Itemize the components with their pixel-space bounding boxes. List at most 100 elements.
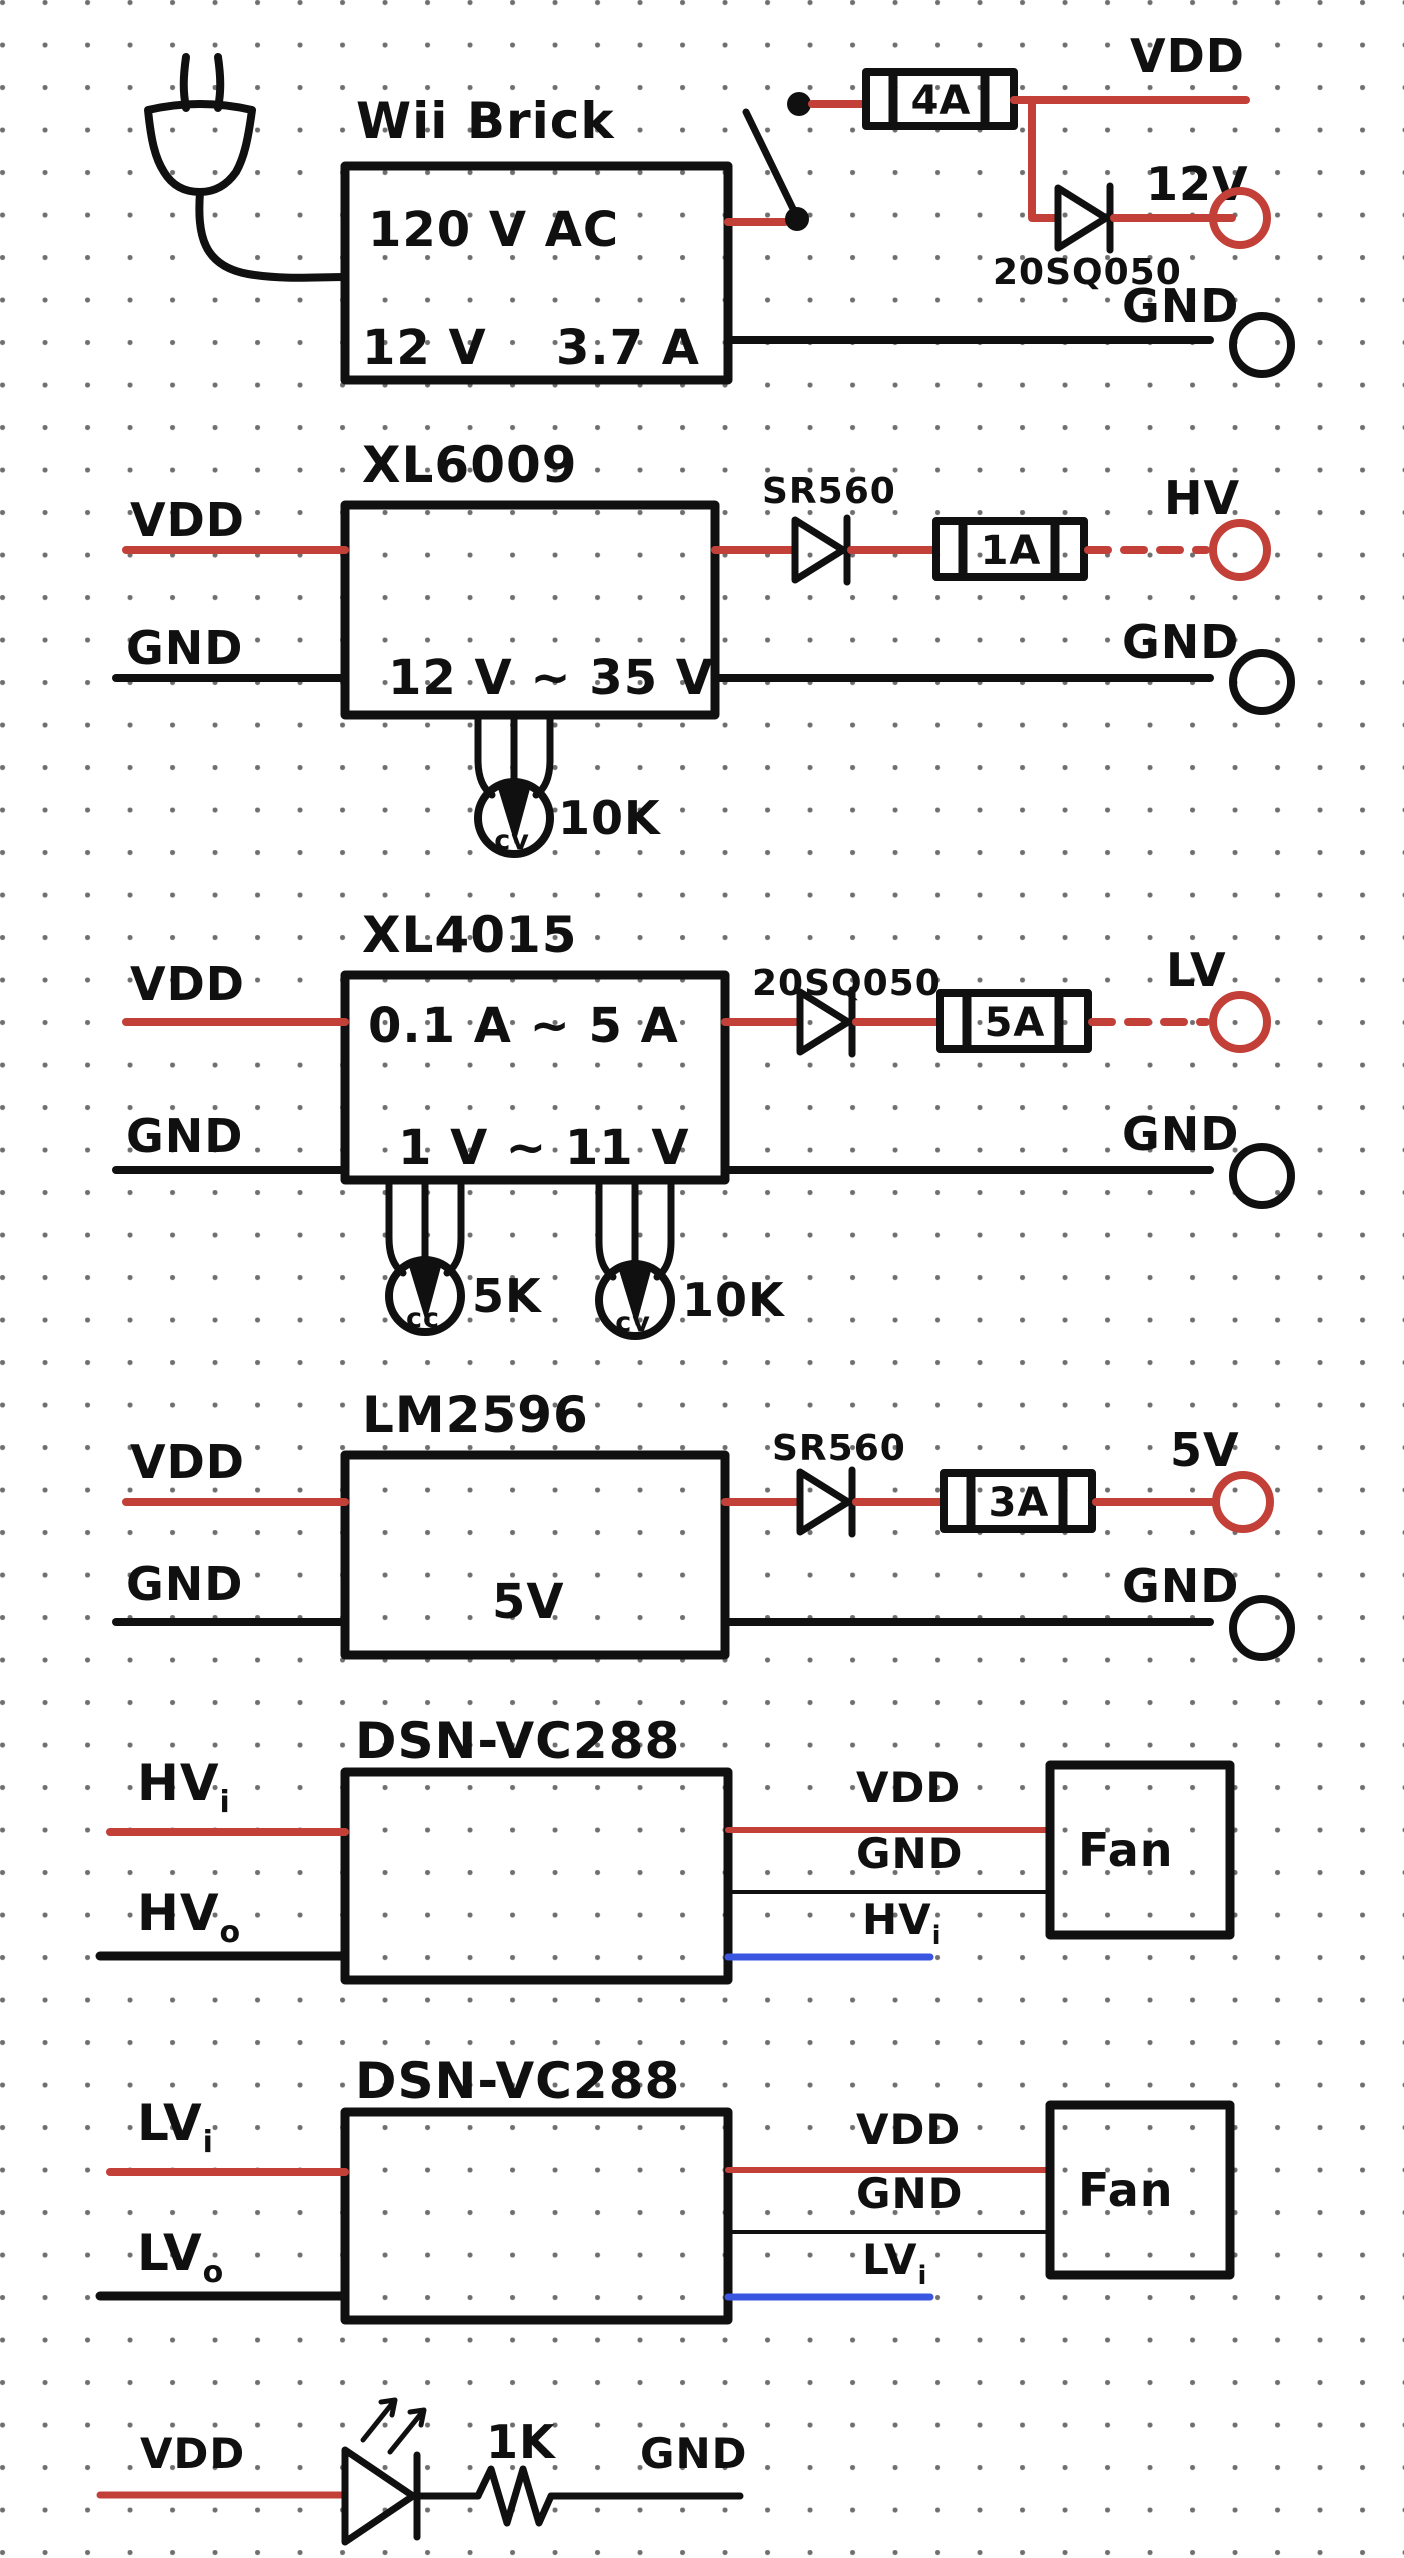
- pot-cc-label: cc: [406, 1303, 440, 1334]
- meter-hv-box: [340, 1767, 733, 1985]
- pot-cc-value: 5K: [472, 1269, 543, 1323]
- wii-brick-title: Wii Brick: [356, 92, 615, 150]
- pot-cc-wiper: [408, 1263, 442, 1322]
- fan1-gnd-label: GND: [856, 1829, 964, 1878]
- terminal-gnd-2: [1229, 649, 1295, 715]
- section-xl4015: XL4015 VDD GND 0.1 A ~ 5 A 1 V ~ 11 V 20…: [112, 906, 1295, 1340]
- meter-hv-title: DSN-VC288: [355, 1712, 680, 1770]
- fan1-vdd-label: VDD: [856, 1763, 961, 1812]
- fuse-5a-body: [936, 989, 1092, 1053]
- terminal-5v: [1212, 1471, 1274, 1533]
- pot-cv2-wire-left: [595, 1176, 617, 1281]
- plug-prong-right: [214, 53, 225, 112]
- section-meter-lv: DSN-VC288 LVi LVo VDD GND LVi Fan: [95, 2052, 1235, 2325]
- pot-cc-body: [385, 1256, 465, 1336]
- section-meter-hv: DSN-VC288 HVi HVo VDD GND HVi Fan: [95, 1712, 1235, 1985]
- wii-brick-spec-volts: 12 V: [362, 320, 487, 376]
- fuse-1a-label: 1A: [981, 528, 1042, 574]
- terminal-gnd-1: [1229, 312, 1295, 378]
- terminal-gnd-4-label: GND: [1122, 1559, 1239, 1613]
- led-arrow-2: [387, 2407, 427, 2455]
- section-lm2596: LM2596 VDD GND 5V SR560 3A 5V GND: [112, 1386, 1295, 1661]
- fuse-5a-label: 5A: [985, 1000, 1046, 1046]
- terminal-hv: [1209, 519, 1271, 581]
- diode-sr560-1-triangle: [791, 516, 847, 584]
- terminal-gnd-3-label: GND: [1122, 1107, 1239, 1161]
- diode-20sq050-2-triangle: [796, 988, 852, 1056]
- pot-cv1-wire-right: [532, 711, 554, 799]
- xl6009-vdd-label: VDD: [130, 493, 245, 547]
- diode-sr560-2-triangle: [796, 1468, 852, 1536]
- pot-cv1-label: cv: [494, 825, 530, 856]
- wii-brick-spec-top: 120 V AC: [368, 202, 619, 258]
- pot-cc-wire-left: [385, 1176, 407, 1277]
- xl4015-current-range: 0.1 A ~ 5 A: [368, 998, 679, 1054]
- meter-hv-out-label: HVo: [137, 1884, 241, 1950]
- fan2-label: Fan: [1078, 2163, 1174, 2217]
- terminal-gnd-3: [1229, 1143, 1295, 1209]
- switch-contact-top: [787, 92, 811, 116]
- xl4015-gnd-label: GND: [126, 1109, 243, 1163]
- xl6009-box: [340, 500, 720, 720]
- fan2-gnd-label: GND: [856, 2169, 964, 2218]
- plug-prong-left: [179, 53, 190, 112]
- fan1-box: [1045, 1760, 1235, 1940]
- resistor-1k-label: 1K: [486, 2415, 557, 2469]
- terminal-lv-label: LV: [1166, 943, 1227, 997]
- vdd-rail-label: VDD: [1130, 29, 1245, 83]
- fuse-1a-body: [932, 517, 1088, 581]
- led-triangle: [341, 2446, 417, 2546]
- xl4015-title: XL4015: [362, 906, 578, 964]
- pot-cv2-body: [595, 1260, 675, 1340]
- section-wii-brick: Wii Brick 120 V AC 12 V 3.7 A 4A VDD 20S…: [144, 29, 1295, 385]
- diode-20sq050-triangle: [1054, 184, 1110, 252]
- lm2596-box: [340, 1450, 730, 1660]
- xl6009-range: 12 V ~ 35 V: [388, 650, 714, 706]
- terminal-12v: [1209, 187, 1271, 249]
- fan2-sense-label: LVi: [862, 2235, 927, 2291]
- pot-cc-wire-right: [443, 1176, 465, 1277]
- switch-lever: [742, 108, 801, 221]
- fuse-3a-body: [940, 1469, 1096, 1533]
- wii-brick-box: [340, 161, 733, 385]
- plug-cord: [195, 188, 349, 282]
- diode-sr560-2-label: SR560: [772, 1428, 906, 1469]
- meter-lv-out-label: LVo: [137, 2224, 224, 2290]
- terminal-12v-label: 12V: [1146, 157, 1249, 211]
- terminal-gnd-1-label: GND: [1122, 279, 1239, 333]
- terminal-gnd-2-label: GND: [1122, 615, 1239, 669]
- fuse-3a-label: 3A: [989, 1480, 1050, 1526]
- diode-sr560-1-label: SR560: [762, 471, 896, 512]
- terminal-hv-label: HV: [1164, 471, 1240, 525]
- meter-hv-in-label: HVi: [137, 1754, 231, 1820]
- meter-lv-title: DSN-VC288: [355, 2052, 680, 2110]
- xl6009-gnd-label: GND: [126, 621, 243, 675]
- xl4015-box: [340, 970, 730, 1185]
- xl4015-voltage-range: 1 V ~ 11 V: [398, 1120, 690, 1176]
- led-arrow-1: [360, 2397, 398, 2443]
- xl6009-title: XL6009: [362, 436, 578, 494]
- lm2596-output: 5V: [492, 1574, 565, 1630]
- pot-cv2-wiper: [618, 1267, 652, 1326]
- pot-cv1-body: [474, 778, 554, 858]
- terminal-gnd-4: [1229, 1595, 1295, 1661]
- diode-20sq050-2-label: 20SQ050: [752, 963, 941, 1004]
- pot-cv1-value: 10K: [558, 791, 662, 845]
- meter-lv-box: [340, 2107, 733, 2325]
- wire-branch-to-diode: [1028, 96, 1060, 222]
- terminal-lv: [1209, 991, 1271, 1053]
- wii-brick-spec-amps: 3.7 A: [556, 320, 700, 376]
- pot-cv2-label: cv: [615, 1307, 651, 1338]
- lm2596-title: LM2596: [362, 1386, 589, 1444]
- pot-cv2-value: 10K: [682, 1273, 786, 1327]
- fan2-box: [1045, 2100, 1235, 2280]
- lm2596-vdd-label: VDD: [130, 1435, 245, 1489]
- led-gnd-label: GND: [640, 2429, 748, 2478]
- meter-lv-in-label: LVi: [137, 2094, 214, 2160]
- xl4015-vdd-label: VDD: [130, 957, 245, 1011]
- pot-cv1-wiper: [497, 785, 531, 844]
- pot-cv2-wire-right: [653, 1176, 675, 1281]
- led-vdd-label: VDD: [140, 2429, 245, 2478]
